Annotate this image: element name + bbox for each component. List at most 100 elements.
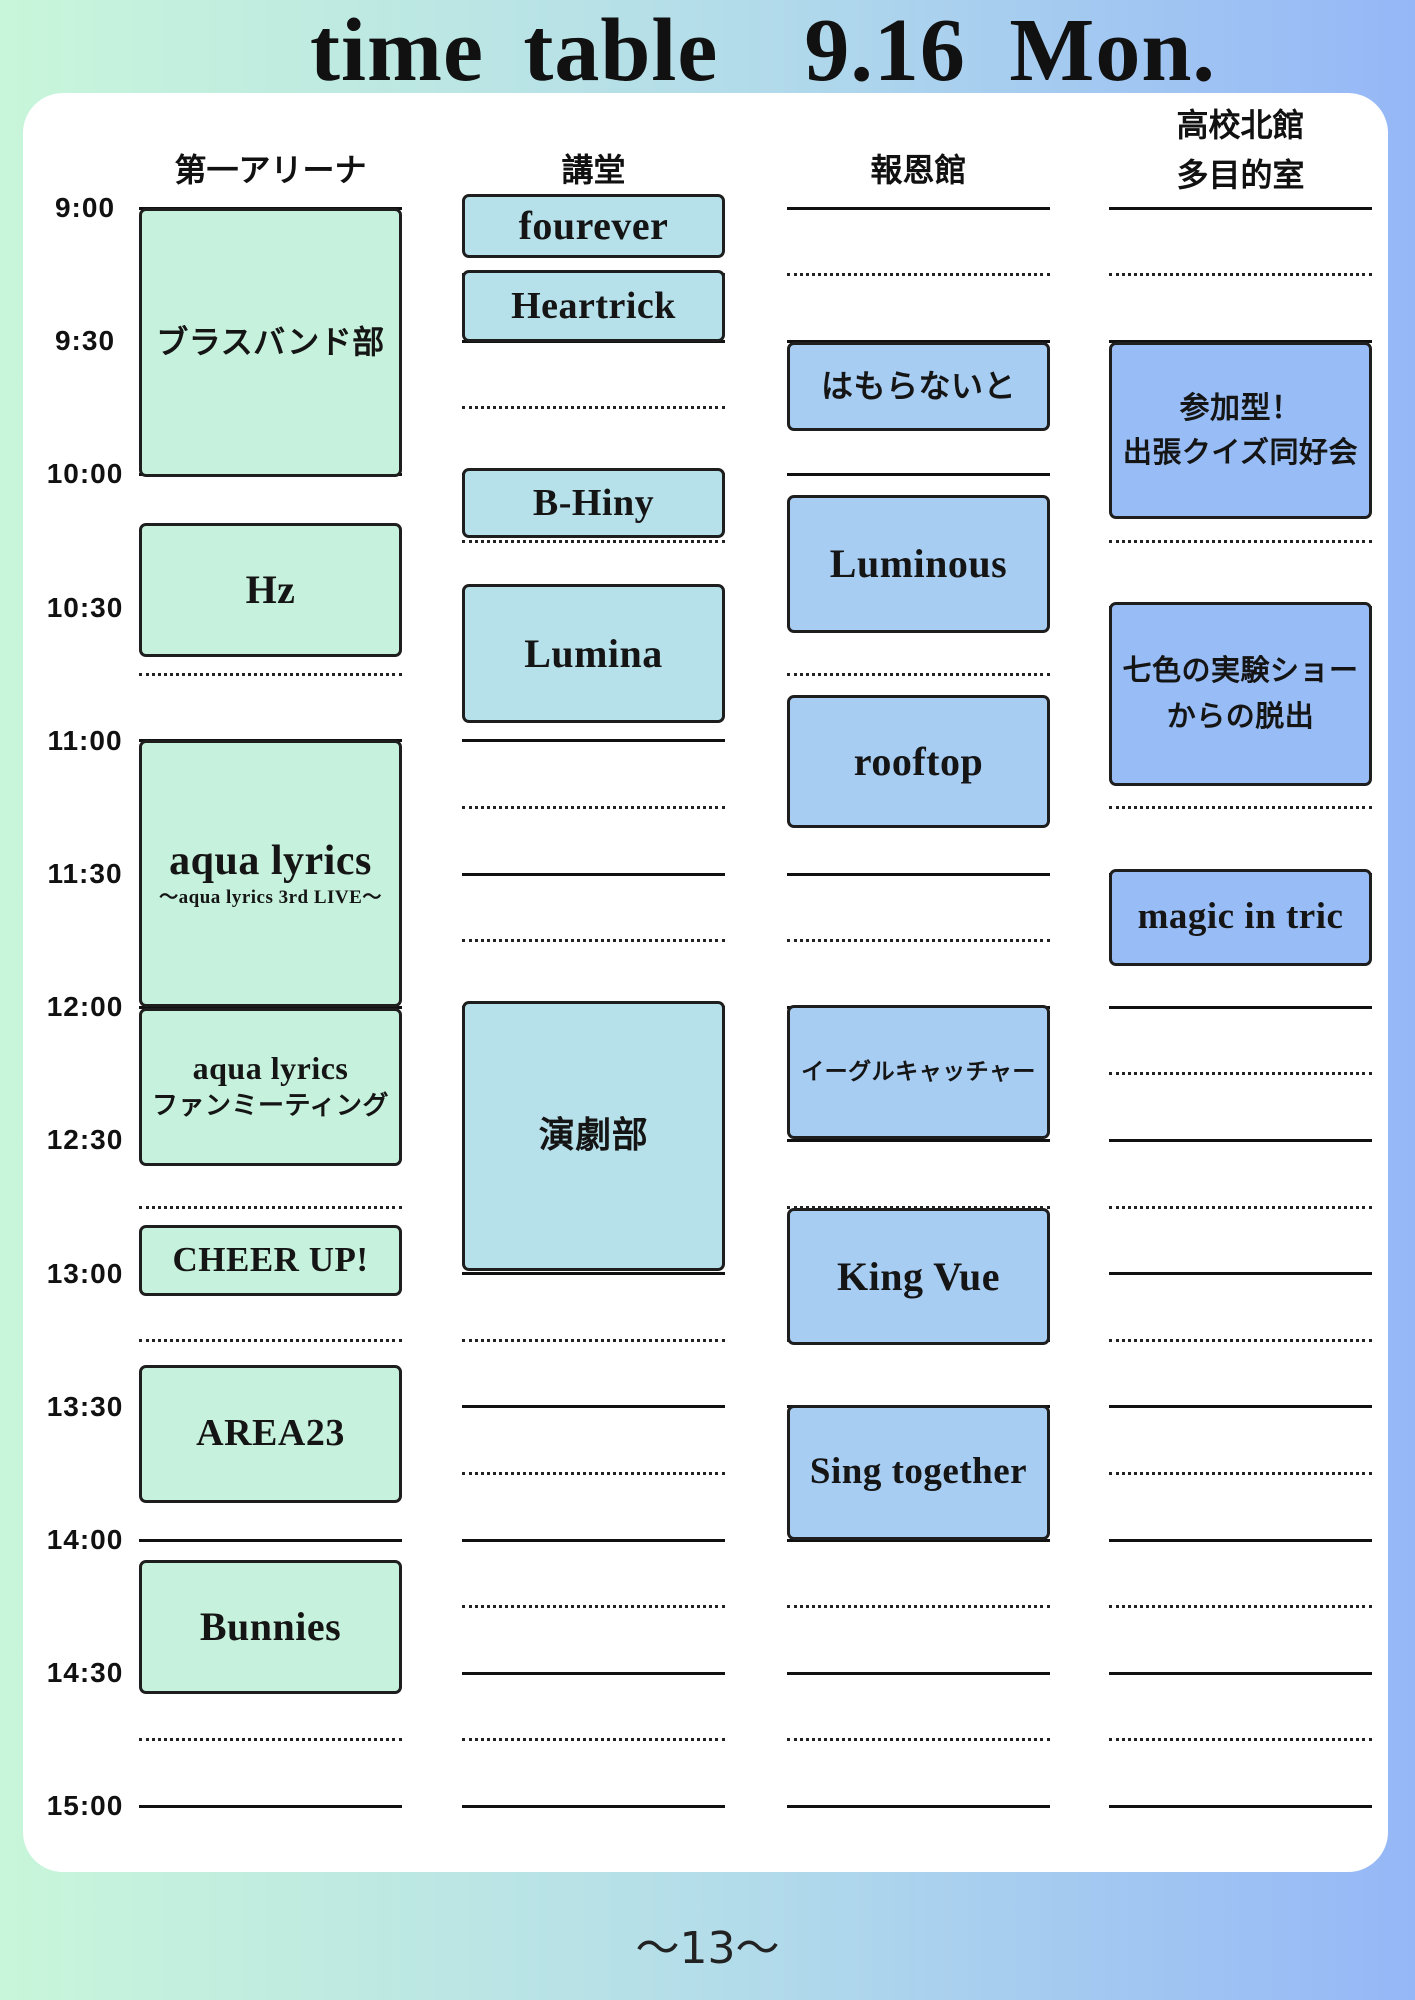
grid-line-solid <box>1109 1671 1372 1675</box>
grid-line-dotted <box>1109 1738 1372 1742</box>
event-title: 参加型！ <box>1179 391 1302 425</box>
grid-line-dotted <box>139 672 402 676</box>
event-title: CHEER UP! <box>172 1240 369 1280</box>
event-title: aqua lyrics <box>169 837 372 884</box>
grid-line-solid <box>787 872 1050 876</box>
event-hamoranaito: はもらないと <box>787 342 1050 431</box>
time-label: 11:30 <box>47 858 123 889</box>
event-title: Lumina <box>524 630 663 676</box>
grid-line-dotted <box>462 939 725 943</box>
time-label: 12:30 <box>46 1124 124 1155</box>
column-header-label: 多目的室 <box>1176 157 1305 193</box>
grid-line-solid <box>1109 1138 1372 1142</box>
grid-line-dotted <box>787 939 1050 943</box>
grid-line-dotted <box>462 1471 725 1475</box>
column-header-label: 第一アリーナ <box>174 152 367 188</box>
event-luminous: Luminous <box>787 495 1050 633</box>
grid-line-solid <box>139 1005 402 1009</box>
event-title: B-Hiny <box>532 482 655 524</box>
grid-line-dotted <box>1109 273 1372 277</box>
event-title: 演劇部 <box>538 1115 649 1156</box>
event-title: Hz <box>245 567 296 612</box>
grid-line-dotted <box>1109 1072 1372 1076</box>
title-text: time table <box>310 1 719 100</box>
grid-line-solid <box>1109 1804 1372 1808</box>
grid-line-solid <box>787 1804 1050 1808</box>
grid-line-dotted <box>787 1738 1050 1742</box>
event-lumina: Lumina <box>462 584 725 723</box>
time-label: 13:30 <box>46 1391 124 1422</box>
grid-line-dotted <box>462 1605 725 1609</box>
grid-line-solid <box>787 1538 1050 1542</box>
time-label: 9:00 <box>54 192 116 223</box>
grid-line-solid <box>139 1538 402 1542</box>
grid-line-solid <box>1109 1005 1372 1009</box>
grid-line-solid <box>462 872 725 876</box>
grid-line-dotted <box>1109 1205 1372 1209</box>
event-fourever: fourever <box>462 194 725 258</box>
grid-line-solid <box>139 1804 402 1808</box>
grid-line-solid <box>462 1671 725 1675</box>
event-title: AREA23 <box>196 1412 345 1455</box>
time-label: 14:30 <box>46 1657 124 1688</box>
event-subtitle: 〜aqua lyrics 3rd LIVE〜 <box>159 886 382 908</box>
grid-line-dotted <box>1109 1338 1372 1342</box>
event-heartrick: Heartrick <box>462 270 725 342</box>
event-title: King Vue <box>837 1253 1000 1299</box>
column-header-label: 講堂 <box>561 152 626 188</box>
event-title: Heartrick <box>511 285 676 327</box>
grid-line-solid <box>462 1272 725 1276</box>
grid-line-dotted <box>1109 539 1372 543</box>
grid-line-solid <box>462 739 725 743</box>
event-magic-in-tric: magic in tric <box>1109 869 1372 966</box>
grid-line-dotted <box>787 672 1050 676</box>
time-label: 10:30 <box>46 592 124 623</box>
event-subtitle: 出張クイズ同好会 <box>1122 436 1359 469</box>
event-title: 七色の実験ショー <box>1122 655 1359 687</box>
grid-line-solid <box>787 339 1050 343</box>
title-date: 9.16 Mon. <box>804 1 1216 100</box>
event-title: Bunnies <box>199 1604 342 1649</box>
event-aqua-lyrics-fan-meeting: aqua lyrics ファンミーティング <box>139 1008 402 1166</box>
event-eagle-catcher: イーグルキャッチャー <box>787 1005 1050 1139</box>
grid-line-dotted <box>462 406 725 410</box>
event-title: Sing together <box>809 1451 1028 1493</box>
grid-line-dotted <box>1109 1605 1372 1609</box>
grid-line-dotted <box>462 539 725 543</box>
event-king-vue: King Vue <box>787 1208 1050 1345</box>
grid-line-dotted <box>139 1205 402 1209</box>
event-sing-together: Sing together <box>787 1405 1050 1540</box>
grid-line-solid <box>787 1671 1050 1675</box>
grid-line-dotted <box>139 1738 402 1742</box>
page-number: 〜13〜 <box>635 1923 780 1974</box>
grid-line-dotted <box>787 1605 1050 1609</box>
event-rooftop: rooftop <box>787 695 1050 828</box>
event-title: magic in tric <box>1137 896 1344 938</box>
grid-line-dotted <box>1109 805 1372 809</box>
event-hz: Hz <box>139 523 402 657</box>
time-label: 9:30 <box>54 325 116 356</box>
event-title: ブラスバンド部 <box>156 324 385 361</box>
grid-line-solid <box>1109 339 1372 343</box>
grid-line-solid <box>1109 1272 1372 1276</box>
grid-line-solid <box>787 472 1050 476</box>
event-b-hiny: B-Hiny <box>462 468 725 538</box>
grid-line-solid <box>1109 1538 1372 1542</box>
grid-line-dotted <box>787 273 1050 277</box>
event-area23: AREA23 <box>139 1365 402 1503</box>
event-title: aqua lyrics <box>192 1050 349 1086</box>
grid-line-dotted <box>139 1338 402 1342</box>
event-brass-band: ブラスバンド部 <box>139 208 402 477</box>
event-cheer-up: CHEER UP! <box>139 1225 402 1296</box>
time-label: 12:00 <box>46 991 124 1022</box>
event-quiz-club: 参加型！ 出張クイズ同好会 <box>1109 342 1372 519</box>
event-title: Luminous <box>829 541 1008 586</box>
event-drama-club: 演劇部 <box>462 1001 725 1271</box>
time-label: 10:00 <box>46 458 124 489</box>
grid-line-solid <box>462 1538 725 1542</box>
event-title: はもらないと <box>820 368 1016 405</box>
grid-line-solid <box>462 1804 725 1808</box>
time-label: 15:00 <box>46 1790 124 1821</box>
